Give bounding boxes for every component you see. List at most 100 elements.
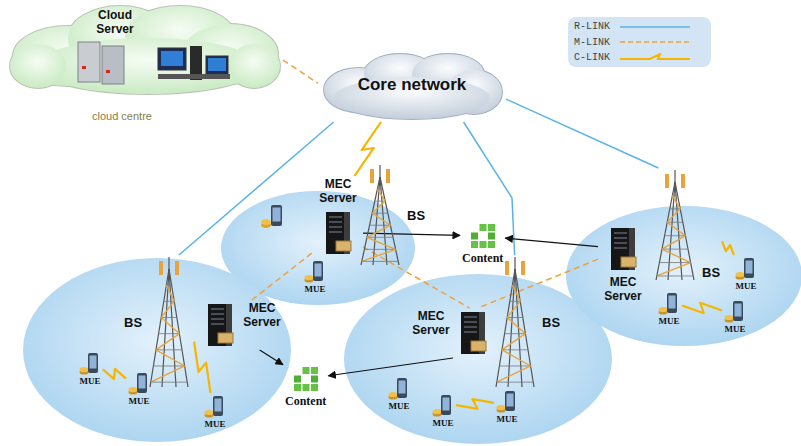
content-node: Content: [460, 221, 505, 268]
legend-line: [620, 26, 690, 28]
server-slot: [614, 237, 627, 239]
tower-brace: [375, 201, 385, 202]
monitor-screen: [208, 58, 226, 71]
phone-screen: [735, 304, 742, 317]
mue-icon: [388, 377, 410, 401]
mue-node: MUE: [430, 392, 456, 430]
node-label: MEC Server: [315, 178, 361, 206]
mue-icon: [128, 372, 150, 396]
desk-base: [158, 74, 230, 79]
tower-brace: [505, 333, 526, 334]
mec-icon: [323, 210, 353, 256]
server-rack: [102, 46, 124, 84]
content-icon: [470, 223, 496, 249]
coin-symbol: [659, 307, 668, 312]
node-label: MUE: [389, 401, 410, 411]
antenna-mast: [168, 257, 169, 269]
tower-brace: [372, 213, 390, 225]
tower-brace: [362, 249, 396, 261]
tower-leg: [668, 182, 675, 280]
server-slot: [329, 221, 342, 223]
phone-body: [667, 293, 677, 313]
cloud-outline: [36, 38, 260, 94]
tower-brace: [507, 301, 520, 317]
phone-screen: [315, 264, 322, 277]
tower-brace: [507, 317, 525, 333]
cell-area: [23, 258, 291, 442]
tower-brace: [662, 236, 685, 249]
tower-brace: [151, 382, 187, 383]
coin-symbol: [205, 410, 214, 415]
folder-symbol: [336, 241, 351, 251]
tower-brace: [659, 262, 690, 263]
tower-brace: [161, 301, 174, 317]
bs-icon: [652, 170, 698, 280]
tower-brace: [510, 301, 520, 302]
tower-brace: [512, 285, 520, 301]
cloud-fill: [10, 44, 66, 88]
antenna-panel: [665, 174, 669, 188]
legend-row: R-LINK: [574, 21, 705, 32]
tower-brace: [377, 189, 385, 201]
tower-brace: [151, 366, 185, 382]
tower-brace: [502, 334, 525, 350]
node-label: Cloud Server: [86, 8, 144, 36]
tower-brace: [362, 261, 398, 262]
antenna-panel: [386, 169, 390, 183]
mue-node: MUE: [126, 370, 152, 408]
mue-node: MUE: [302, 258, 328, 296]
node-label: MUE: [80, 376, 101, 386]
server-slot: [211, 313, 224, 315]
server-rack: [78, 42, 100, 82]
phone-body: [397, 378, 407, 398]
link-a: [328, 358, 453, 376]
tower-leg: [508, 269, 515, 387]
content-icon: [293, 366, 319, 392]
tower-brace: [367, 225, 390, 237]
legend-sample: [620, 37, 690, 47]
tower-brace: [499, 365, 530, 366]
mue-node: MUE: [202, 393, 228, 431]
phone-screen: [273, 208, 281, 222]
mue-node: MUE: [494, 388, 520, 426]
mec-icon: [608, 226, 638, 272]
link-r: [179, 122, 334, 255]
tower-leg: [150, 269, 169, 387]
tower-brace: [497, 382, 533, 383]
node-label: BS: [407, 208, 425, 223]
node-label: MUE: [736, 281, 757, 291]
tower-leg: [162, 269, 169, 387]
mue-node: MUE: [656, 290, 682, 328]
content-block: [294, 384, 301, 391]
cloud-outline: [10, 44, 66, 88]
legend-text: C-LINK: [574, 52, 614, 63]
tower-brace: [662, 249, 688, 250]
phone-body: [88, 353, 98, 373]
mue-icon: [496, 390, 518, 414]
tower-brace: [502, 350, 531, 366]
mec-node: MEC Server: [313, 176, 363, 258]
coin-symbol: [497, 405, 506, 410]
mec-node: MEC Server: [406, 308, 490, 358]
content-block: [302, 367, 309, 374]
cloud-outline: [334, 77, 490, 119]
content-block: [302, 384, 309, 391]
bs-node: BS: [650, 168, 722, 282]
legend-text: R-LINK: [574, 21, 614, 32]
server-slot: [464, 331, 477, 333]
phone-body: [137, 373, 147, 393]
legend-box: R-LINKM-LINKC-LINK: [568, 17, 711, 67]
link-c: [722, 241, 734, 255]
content-block: [479, 224, 486, 231]
node-label: MEC Server: [408, 310, 454, 338]
antenna-panel: [521, 261, 525, 275]
antenna-panel: [505, 261, 509, 275]
server-slot: [614, 247, 627, 249]
tower-brace: [372, 201, 385, 213]
tower-brace: [370, 225, 391, 226]
mue-icon: [658, 292, 680, 316]
core-node: Core network: [318, 50, 506, 122]
tower-brace: [159, 333, 180, 334]
link-c: [456, 399, 494, 409]
